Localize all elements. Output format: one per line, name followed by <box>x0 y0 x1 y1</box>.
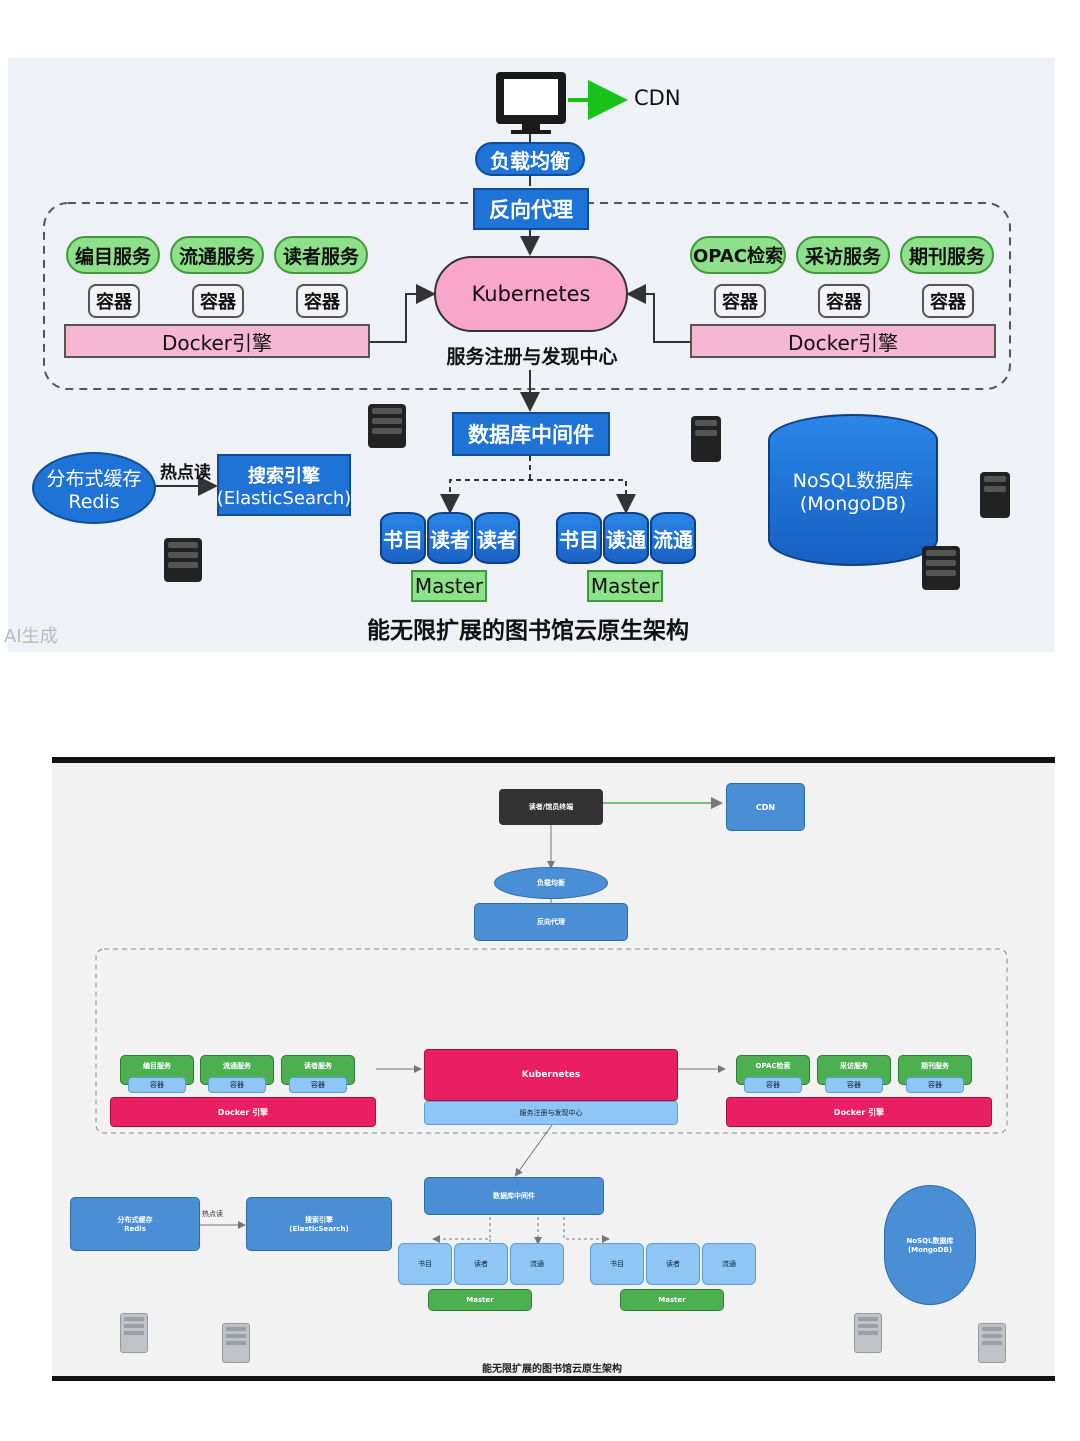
server-rack-icon <box>368 404 406 448</box>
db-shard: 读者 <box>427 512 473 564</box>
nosql-database: NoSQL数据库 (MongoDB) <box>884 1185 976 1305</box>
top-connectors <box>43 80 1011 514</box>
master-node-1: Master <box>428 1289 532 1311</box>
service-reader: 读者服务 <box>274 236 368 274</box>
bottom-connectors <box>95 797 1008 1245</box>
db-shard: 流通 <box>510 1243 564 1285</box>
monitor-icon <box>496 72 566 124</box>
load-balancer: 负载均衡 <box>475 142 585 176</box>
bottom-diagram-panel: 读者/馆员终端 CDN 负载均衡 反向代理 编目服务 流通服务 读者服务 容器 … <box>52 757 1055 1381</box>
db-shard: 读者 <box>646 1243 700 1285</box>
docker-engine-left: Docker引擎 <box>64 324 370 358</box>
master-node-2: Master <box>587 570 663 602</box>
redis-line2: Redis <box>68 490 120 513</box>
container-icon: 容器 <box>296 284 348 318</box>
redis-cache: 分布式缓存 Redis <box>70 1197 200 1251</box>
master-node-1: Master <box>411 570 487 602</box>
container-icon: 容器 <box>192 284 244 318</box>
terminal-node: 读者/馆员终端 <box>499 789 603 825</box>
search-line2: (ElasticSearch) <box>289 1225 349 1233</box>
reverse-proxy: 反向代理 <box>473 188 589 230</box>
search-engine: 搜索引擎 (ElasticSearch) <box>246 1197 392 1251</box>
server-rack-icon <box>222 1323 250 1363</box>
search-line1: 搜索引擎 <box>305 1216 333 1224</box>
db-shard: 书目 <box>380 512 426 564</box>
load-balancer: 负载均衡 <box>494 867 608 899</box>
db-shard: 读通 <box>603 512 649 564</box>
container-icon: 容器 <box>208 1077 266 1093</box>
registry-label: 服务注册与发现中心 <box>446 345 618 368</box>
monitor-stand-icon <box>522 124 540 130</box>
search-engine: 搜索引擎 (ElasticSearch) <box>217 454 351 516</box>
nosql-line2: (MongoDB) <box>799 492 907 515</box>
kubernetes-node: Kubernetes <box>434 256 628 332</box>
redis-cache: 分布式缓存 Redis <box>32 452 156 524</box>
service-acquisition: 采访服务 <box>796 236 890 274</box>
container-icon: 容器 <box>818 284 870 318</box>
hot-read-label: 热点读 <box>160 463 211 483</box>
db-shard: 流通 <box>702 1243 756 1285</box>
server-tower-icon <box>691 416 721 462</box>
nosql-line1: NoSQL数据库 <box>792 469 914 492</box>
container-icon: 容器 <box>128 1077 186 1093</box>
container-icon: 容器 <box>88 284 140 318</box>
bottom-diagram-title: 能无限扩展的图书馆云原生架构 <box>482 1363 622 1375</box>
container-icon: 容器 <box>714 284 766 318</box>
top-diagram-title: 能无限扩展的图书馆云原生架构 <box>367 618 689 644</box>
docker-engine-left: Docker 引擎 <box>110 1097 376 1127</box>
service-circulation: 流通服务 <box>170 236 264 274</box>
ai-watermark: AI生成 <box>4 626 58 647</box>
service-periodical: 期刊服务 <box>900 236 994 274</box>
service-catalog: 编目服务 <box>66 236 160 274</box>
db-middleware: 数据库中间件 <box>424 1177 604 1215</box>
service-opac: OPAC检索 <box>690 236 786 274</box>
db-middleware: 数据库中间件 <box>452 412 610 456</box>
reverse-proxy: 反向代理 <box>474 903 628 941</box>
db-shard: 流通 <box>650 512 696 564</box>
cdn-label: CDN <box>634 86 681 110</box>
top-diagram-panel: CDN 负载均衡 反向代理 编目服务 流通服务 读者服务 容器 容器 容器 Do… <box>4 58 1055 652</box>
registry-node: 服务注册与发现中心 <box>424 1101 678 1125</box>
container-icon: 容器 <box>922 284 974 318</box>
server-rack-icon <box>978 1323 1006 1363</box>
server-rack-icon <box>120 1313 148 1353</box>
server-rack-icon <box>854 1313 882 1353</box>
db-shard: 书目 <box>556 512 602 564</box>
hot-read-label: 热点读 <box>202 1210 223 1218</box>
nosql-database: NoSQL数据库 (MongoDB) <box>768 414 938 566</box>
docker-engine-right: Docker 引擎 <box>726 1097 992 1127</box>
server-rack-icon <box>922 546 960 590</box>
db-shard: 读者 <box>454 1243 508 1285</box>
cdn-node: CDN <box>726 783 805 831</box>
container-icon: 容器 <box>289 1077 347 1093</box>
redis-line2: Redis <box>124 1225 146 1233</box>
server-rack-icon <box>164 538 202 582</box>
search-line1: 搜索引擎 <box>248 465 320 487</box>
search-line2: (ElasticSearch) <box>216 487 352 509</box>
monitor-base-icon <box>511 130 551 134</box>
docker-engine-right: Docker引擎 <box>690 324 996 358</box>
db-shard: 书目 <box>590 1243 644 1285</box>
nosql-line1: NoSQL数据库 <box>906 1237 954 1245</box>
redis-line1: 分布式缓存 <box>46 467 142 490</box>
redis-line1: 分布式缓存 <box>117 1216 153 1224</box>
container-icon: 容器 <box>906 1077 964 1093</box>
db-shard: 书目 <box>398 1243 452 1285</box>
container-icon: 容器 <box>825 1077 883 1093</box>
db-shard: 读者 <box>474 512 520 564</box>
nosql-line2: (MongoDB) <box>907 1246 953 1254</box>
server-tower-icon <box>980 472 1010 518</box>
kubernetes-node: Kubernetes <box>424 1049 678 1101</box>
container-icon: 容器 <box>744 1077 802 1093</box>
master-node-2: Master <box>620 1289 724 1311</box>
